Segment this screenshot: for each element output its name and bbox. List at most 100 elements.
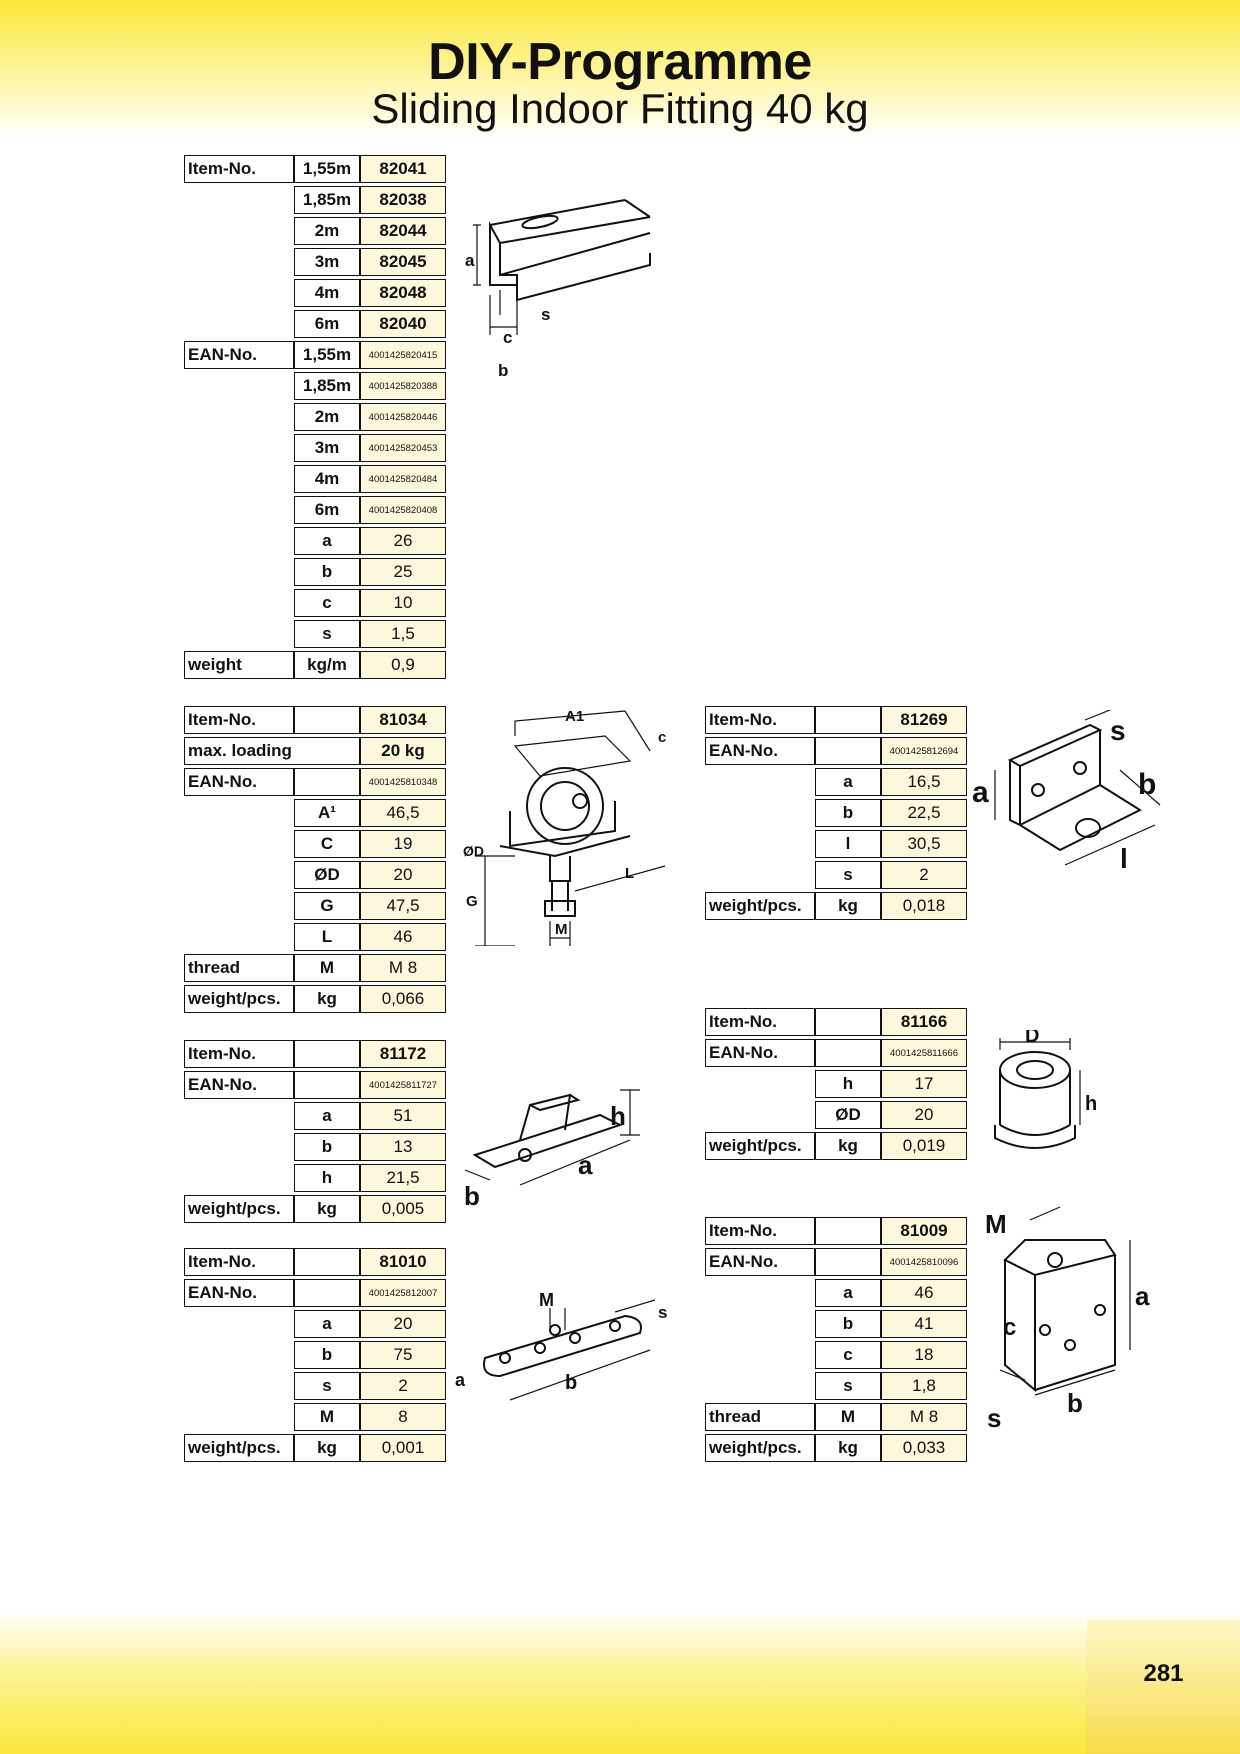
- spec-label: EAN-No.: [184, 768, 294, 796]
- spec-key: 2m: [294, 403, 360, 431]
- trolley-label-d: ØD: [463, 843, 484, 859]
- spec-value: 16,5: [881, 768, 967, 796]
- spec-key: s: [294, 620, 360, 648]
- spec-value: 46,5: [360, 799, 446, 827]
- end-cap-label-m: M: [985, 1209, 1007, 1239]
- spec-key: 1,55m: [294, 155, 360, 183]
- plate-label-m: M: [539, 1290, 554, 1310]
- spec-value: 20: [360, 861, 446, 889]
- bracket-label-b: b: [1138, 768, 1156, 801]
- bracket-label-s: s: [1110, 715, 1126, 746]
- spec-key: 1,85m: [294, 372, 360, 400]
- spec-label: weight/pcs.: [184, 1434, 294, 1462]
- end-cap-label-b: b: [1067, 1388, 1083, 1418]
- spec-key: 4m: [294, 465, 360, 493]
- spec-key: kg: [815, 892, 881, 920]
- page-number: 281: [1143, 1660, 1184, 1687]
- spec-label: weight/pcs.: [184, 1195, 294, 1223]
- spec-key: b: [294, 1133, 360, 1161]
- spec-key: h: [815, 1070, 881, 1098]
- spec-value: 4001425812694: [881, 737, 967, 765]
- spec-value: 10: [360, 589, 446, 617]
- spec-key: 6m: [294, 310, 360, 338]
- spec-key: A¹: [294, 799, 360, 827]
- rail-label-c: c: [503, 328, 512, 347]
- header-band: [0, 0, 1240, 140]
- trolley-label-l: L: [625, 865, 634, 882]
- plate-label-s: s: [658, 1303, 667, 1322]
- spec-label: EAN-No.: [705, 1248, 815, 1276]
- bracket-label-a: a: [972, 776, 989, 809]
- spec-label: Item-No.: [705, 1008, 815, 1036]
- spec-value: 4001425820453: [360, 434, 446, 462]
- spec-key: kg: [815, 1132, 881, 1160]
- spec-value: 2: [881, 861, 967, 889]
- spec-value: 1,8: [881, 1372, 967, 1400]
- spec-label: EAN-No.: [705, 737, 815, 765]
- rail-label-s: s: [541, 305, 550, 324]
- trolley-label-a1: A1: [565, 708, 584, 725]
- spec-label: EAN-No.: [184, 1279, 294, 1307]
- spec-value: 0,9: [360, 651, 446, 679]
- spec-key: b: [815, 1310, 881, 1338]
- spec-value: 13: [360, 1133, 446, 1161]
- spec-key: a: [294, 527, 360, 555]
- spec-value: 18: [881, 1341, 967, 1369]
- spec-key: b: [815, 799, 881, 827]
- spec-key: kg/m: [294, 651, 360, 679]
- spec-label: max. loading: [184, 737, 360, 765]
- spec-label: weight/pcs.: [705, 1132, 815, 1160]
- spec-label: Item-No.: [184, 1248, 294, 1276]
- spec-key: c: [815, 1341, 881, 1369]
- spec-label: EAN-No.: [705, 1039, 815, 1067]
- spec-key: s: [815, 1372, 881, 1400]
- spec-key: l: [815, 830, 881, 858]
- end-cap-drawing: M a c b s: [985, 1206, 1150, 1433]
- spec-key: M: [294, 1403, 360, 1431]
- stopper-label-b: b: [464, 1181, 480, 1211]
- page-title: DIY-Programme: [428, 33, 812, 91]
- spec-value: 0,033: [881, 1434, 967, 1462]
- spec-value: 51: [360, 1102, 446, 1130]
- spec-label: Item-No.: [184, 1040, 294, 1068]
- spec-key: h: [294, 1164, 360, 1192]
- spec-value: 82045: [360, 248, 446, 276]
- spec-value: 22,5: [881, 799, 967, 827]
- spec-label: Item-No.: [705, 1217, 815, 1245]
- rail-label-b: b: [498, 361, 508, 380]
- spec-value: 0,066: [360, 985, 446, 1013]
- spec-key: a: [815, 768, 881, 796]
- spec-value: 4001425820408: [360, 496, 446, 524]
- spec-value: 82044: [360, 217, 446, 245]
- spec-value: 4001425810348: [360, 768, 446, 796]
- spec-value: 0,005: [360, 1195, 446, 1223]
- spec-key: 6m: [294, 496, 360, 524]
- stopper-label-h: h: [610, 1101, 626, 1131]
- spec-key: M: [815, 1403, 881, 1431]
- spec-key: [815, 1217, 881, 1245]
- spec-key: kg: [294, 1434, 360, 1462]
- spec-key: ØD: [815, 1101, 881, 1129]
- spec-value: 47,5: [360, 892, 446, 920]
- stopper-label-a: a: [578, 1150, 593, 1180]
- spec-label: thread: [184, 954, 294, 982]
- spec-key: C: [294, 830, 360, 858]
- spec-key: 2m: [294, 217, 360, 245]
- spec-value: 0,001: [360, 1434, 446, 1462]
- spec-value: 81009: [881, 1217, 967, 1245]
- spec-key: kg: [294, 985, 360, 1013]
- spec-value: 4001425811727: [360, 1071, 446, 1099]
- spec-key: [294, 768, 360, 796]
- spec-value: 1,5: [360, 620, 446, 648]
- spec-value: 4001425820446: [360, 403, 446, 431]
- spec-value: 75: [360, 1341, 446, 1369]
- guide-label-d: D: [1025, 1030, 1039, 1047]
- spec-key: G: [294, 892, 360, 920]
- spec-value: 20: [881, 1101, 967, 1129]
- spec-value: 26: [360, 527, 446, 555]
- trolley-drawing: A1 c ØD L G M: [463, 708, 666, 946]
- mounting-plate-drawing: M s b a: [455, 1290, 667, 1401]
- spec-value: 4001425820388: [360, 372, 446, 400]
- rail-label-a: a: [465, 251, 475, 270]
- spec-key: [815, 737, 881, 765]
